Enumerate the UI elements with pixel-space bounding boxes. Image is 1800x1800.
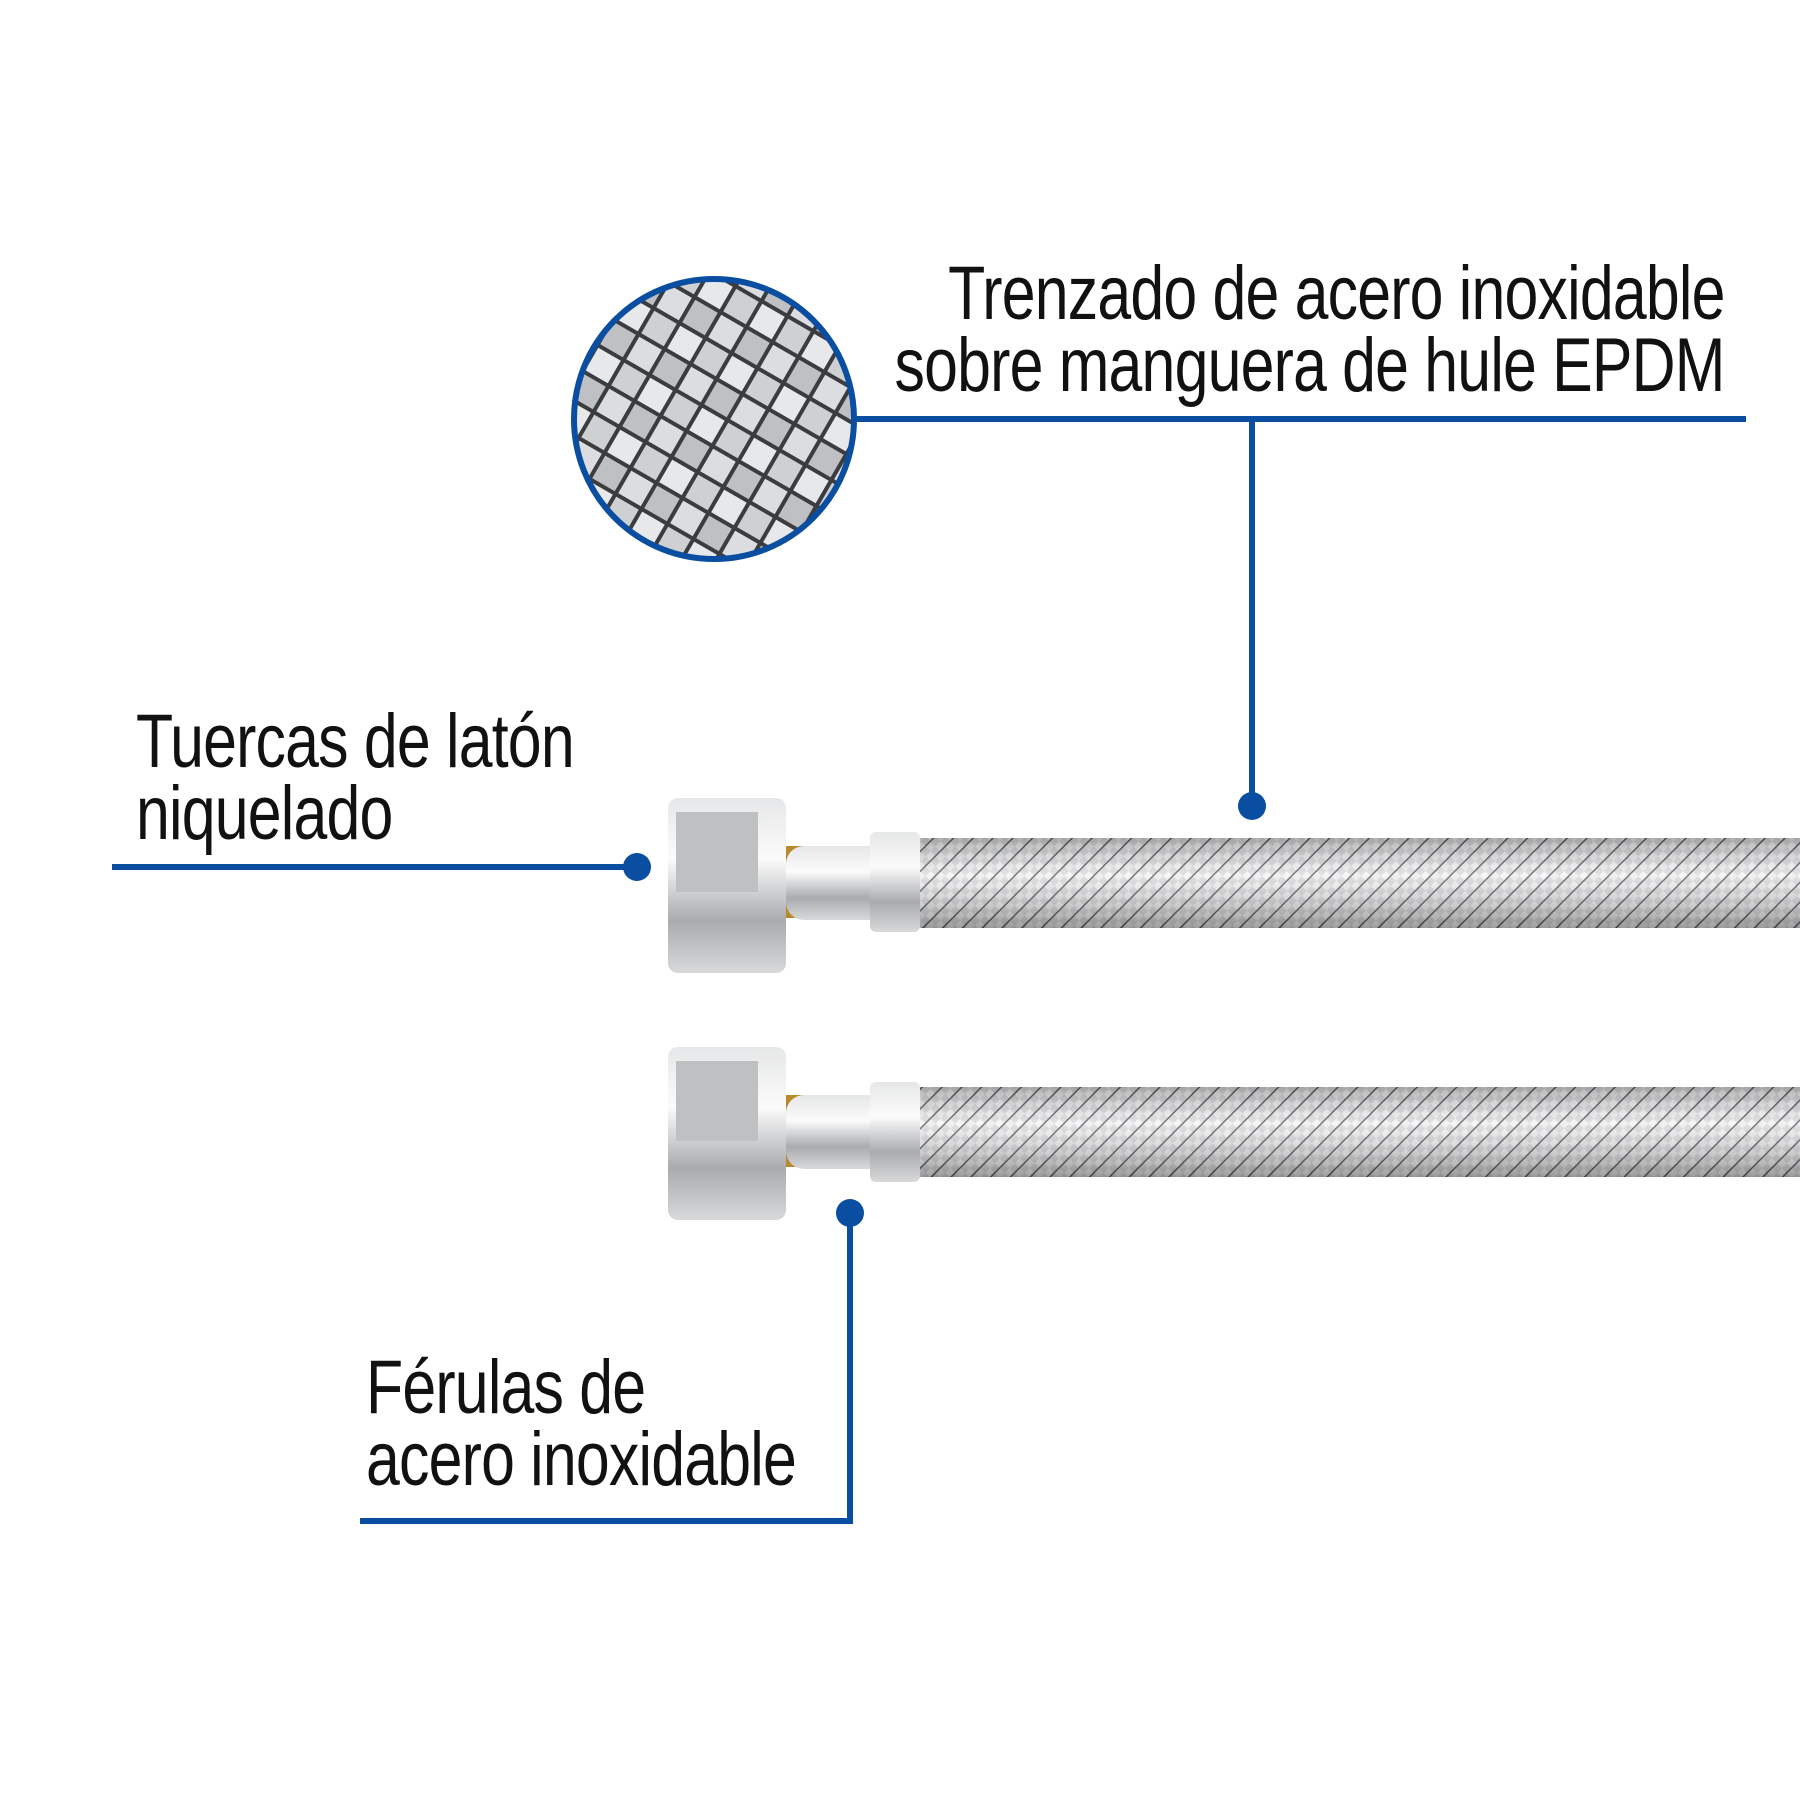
callout-ferrule-dot <box>836 1199 864 1227</box>
ferrule-label-line1: Férulas de <box>366 1345 646 1430</box>
braid-label-line1: Trenzado de acero inoxidable <box>948 251 1726 336</box>
callout-braid-line <box>855 416 1746 804</box>
callout-ferrule-line <box>360 1213 853 1524</box>
nut-label-line2: niquelado <box>136 771 393 856</box>
nut-label: Tuercas de latón niquelado <box>136 699 575 856</box>
hose-bottom <box>668 1047 1800 1220</box>
ferrule-label: Férulas de acero inoxidable <box>366 1345 797 1502</box>
callout-braid-dot <box>1238 792 1266 820</box>
braid-label-line2: sobre manguera de hule EPDM <box>894 323 1726 408</box>
nut-label-line1: Tuercas de latón <box>136 699 575 784</box>
hose-top <box>668 798 1800 973</box>
braid-closeup-image <box>571 276 857 562</box>
ferrule-label-line2: acero inoxidable <box>366 1417 797 1502</box>
callout-nut-dot <box>623 853 651 881</box>
braid-label: Trenzado de acero inoxidable sobre mangu… <box>894 251 1726 408</box>
